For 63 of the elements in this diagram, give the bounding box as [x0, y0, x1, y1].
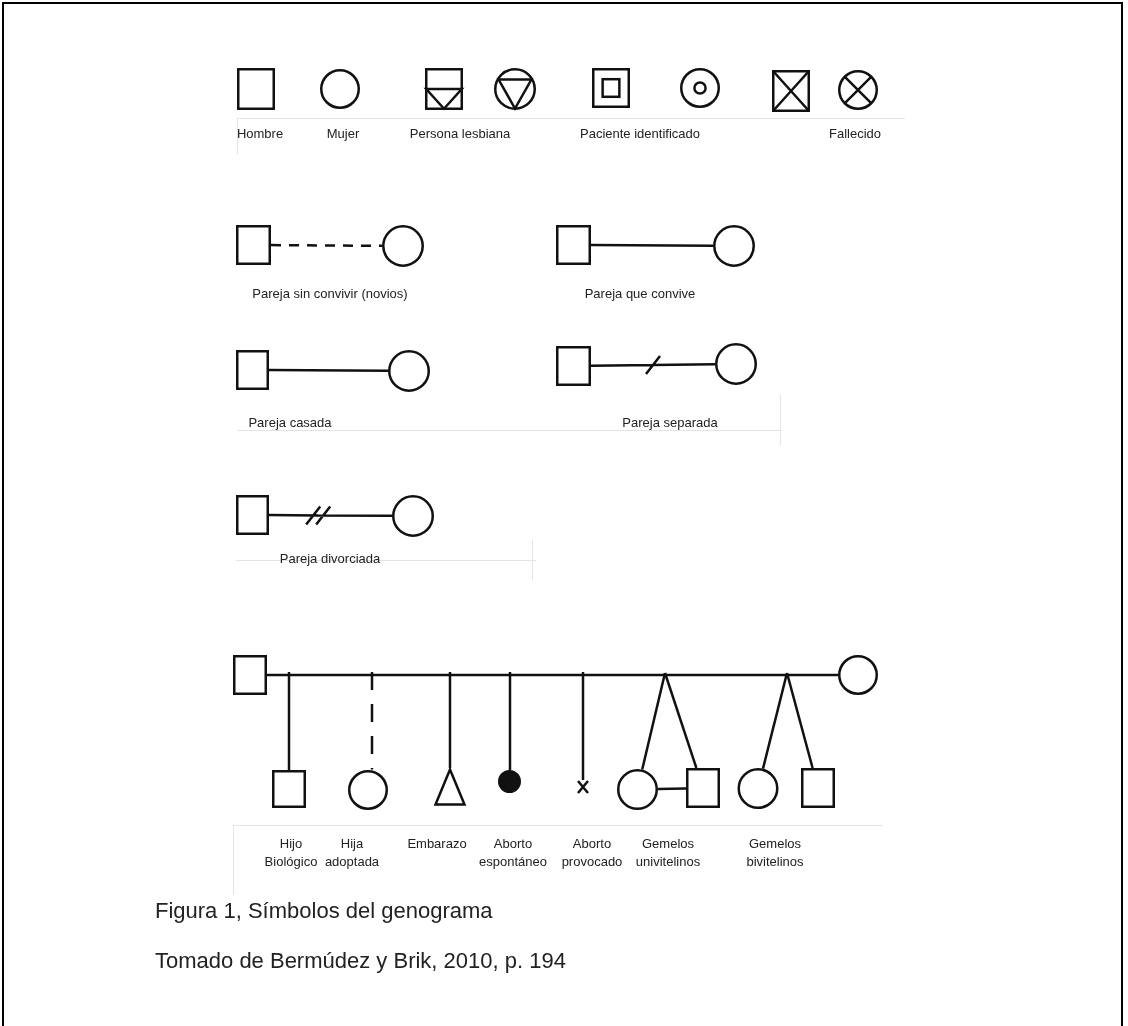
cross-mark: [577, 780, 589, 794]
connector-line: [287, 672, 291, 770]
filled-dot: [498, 770, 521, 793]
circle-symbol: [494, 68, 536, 110]
connector-line: [581, 672, 585, 780]
source-note: Tomado de Bermúdez y Brik, 2010, p. 194: [155, 948, 566, 974]
female-circle: [737, 768, 779, 809]
connector-line: [269, 368, 388, 373]
symbol-caption: Gemelos bivitelinos: [745, 835, 805, 871]
male-square: [237, 68, 275, 110]
pregnancy-triangle: [434, 768, 466, 806]
male-square: [233, 655, 267, 695]
connector-line: [761, 672, 789, 769]
symbol-caption: Hijo Biológico: [264, 835, 318, 871]
male-square: [236, 495, 269, 535]
female-circle: [392, 495, 434, 537]
male-square: [801, 768, 835, 808]
circle-symbol: [680, 68, 720, 108]
symbol-caption: Pareja que convive: [583, 285, 697, 303]
square-symbol: [425, 68, 463, 110]
male-square: [236, 350, 269, 390]
circle-symbol: [838, 70, 878, 110]
symbol-caption: Aborto espontáneo: [478, 835, 548, 871]
male-square: [556, 346, 591, 386]
figure-caption: Figura 1, Símbolos del genograma: [155, 898, 493, 924]
female-circle: [388, 350, 430, 392]
symbol-caption: Fallecido: [828, 125, 882, 143]
male-square: [556, 225, 591, 265]
connector-line: [508, 672, 512, 770]
symbol-caption: Hija adoptada: [323, 835, 381, 871]
female-circle: [713, 225, 755, 267]
male-square: [686, 768, 720, 808]
female-circle: [838, 655, 878, 695]
female-circle: [616, 769, 659, 810]
connector-line: [641, 672, 667, 770]
connector-line: [591, 243, 713, 248]
symbol-caption: Persona lesbiana: [408, 125, 512, 143]
connector-line: [657, 787, 687, 791]
symbol-caption: Mujer: [325, 125, 361, 143]
connector-line: [448, 672, 452, 768]
connector-line: [370, 672, 374, 770]
symbol-caption: Embarazo: [406, 835, 468, 853]
square-symbol: [592, 68, 630, 108]
female-circle: [382, 225, 424, 267]
symbol-caption: Pareja divorciada: [278, 550, 382, 568]
connector-line: [267, 505, 394, 526]
symbol-caption: Aborto provocado: [560, 835, 624, 871]
symbol-caption: Hombre: [235, 125, 285, 143]
female-circle: [320, 68, 360, 110]
female-circle: [347, 770, 389, 810]
symbol-caption: Pareja separada: [621, 414, 719, 432]
male-square: [272, 770, 306, 808]
male-square: [236, 225, 271, 265]
connector-line: [267, 673, 838, 677]
connector-line: [785, 672, 814, 769]
symbol-caption: Pareja sin convivir (novios): [251, 285, 409, 303]
connector-line: [589, 354, 717, 376]
connector-line: [663, 672, 698, 769]
female-circle: [715, 343, 757, 385]
symbol-caption: Pareja casada: [247, 414, 333, 432]
symbol-caption: Paciente identificado: [579, 125, 701, 143]
connector-line: [271, 243, 382, 248]
square-symbol: [772, 70, 810, 112]
